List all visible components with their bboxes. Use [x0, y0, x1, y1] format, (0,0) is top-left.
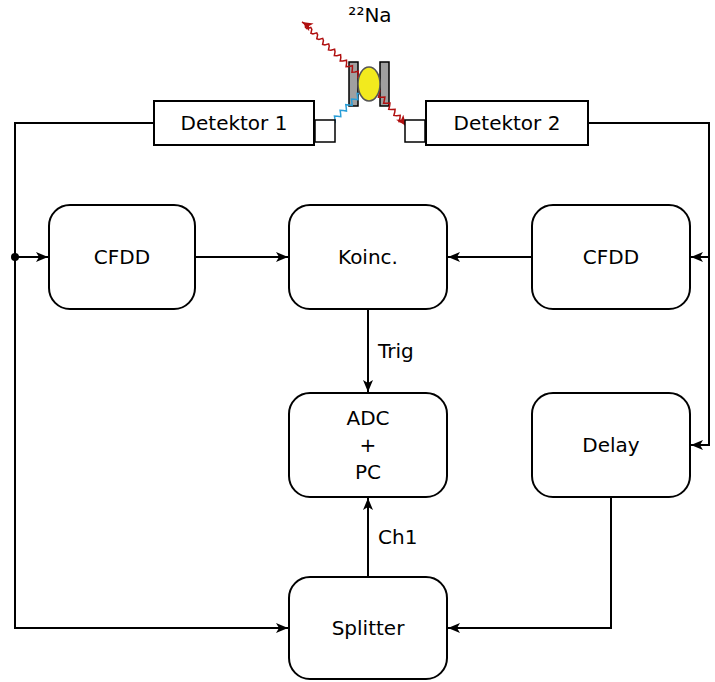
- delay-box: Delay: [531, 392, 691, 498]
- gamma-ray: [302, 22, 364, 80]
- signal-line: [448, 498, 611, 628]
- node-label: Detektor 2: [454, 110, 561, 137]
- signal-line: [367, 498, 369, 576]
- node-label: CFDD: [94, 244, 150, 271]
- cfdd-box: CFDD: [48, 204, 196, 310]
- signal-line: [367, 310, 369, 392]
- source-illustration: [302, 22, 425, 142]
- node-label: Detektor 1: [181, 110, 288, 137]
- adc-box: ADC + PC: [288, 392, 448, 498]
- signal-name: Trig: [376, 339, 416, 363]
- isotope-label: ²²Na: [346, 3, 393, 27]
- junction-dot: [11, 253, 19, 261]
- splitter-box: Splitter: [288, 576, 448, 680]
- sodium-source: [358, 67, 380, 101]
- detector-box: Detektor 2: [425, 100, 589, 146]
- signal-line: [15, 123, 288, 628]
- detector-window: [405, 120, 425, 142]
- node-label: Splitter: [332, 615, 405, 642]
- node-label: CFDD: [583, 244, 639, 271]
- coincidence-box: Koinc.: [288, 204, 448, 310]
- cfdd-box: CFDD: [531, 204, 691, 310]
- node-label: Koinc.: [338, 244, 398, 271]
- signal-line: [448, 256, 531, 258]
- node-label: Delay: [582, 432, 639, 459]
- detector-window: [315, 120, 335, 142]
- signal-line: [196, 256, 288, 258]
- detector-box: Detektor 1: [153, 100, 315, 146]
- signal-name: Ch1: [376, 525, 419, 549]
- node-label: ADC + PC: [346, 405, 389, 486]
